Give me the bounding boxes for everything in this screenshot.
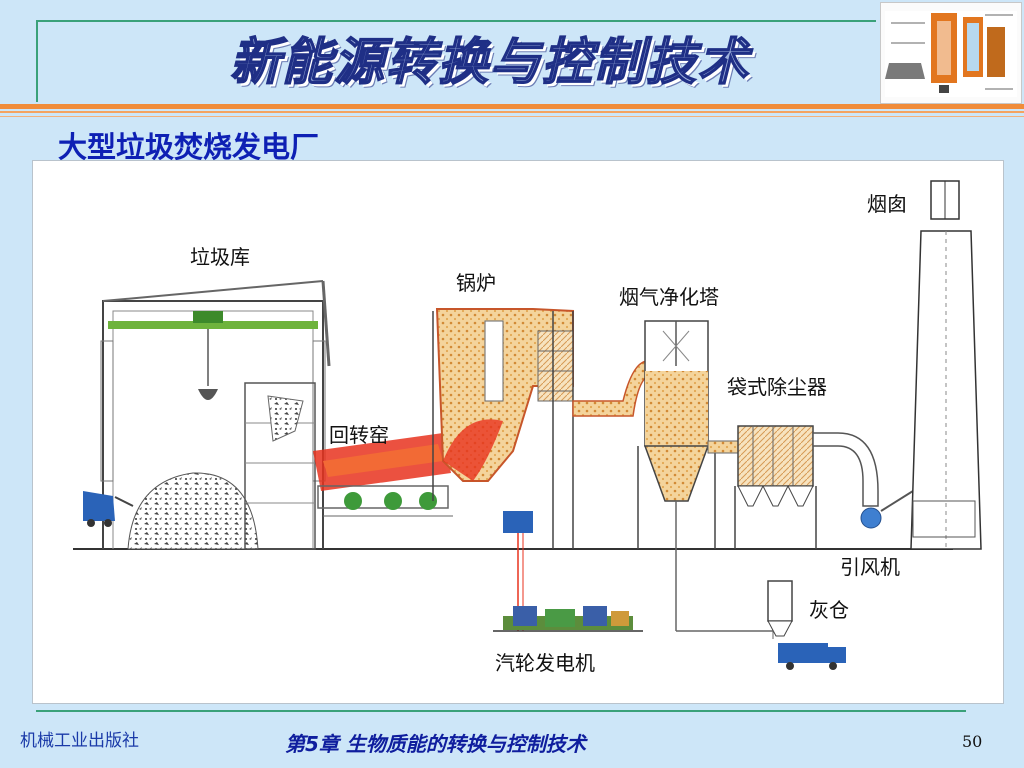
frame-left-line <box>36 20 38 102</box>
page-number: 50 <box>962 732 983 751</box>
bag-filter <box>734 425 817 549</box>
label-bag-filter: 袋式除尘器 <box>727 375 827 399</box>
label-ash-silo: 灰仓 <box>809 598 849 622</box>
boiler <box>432 308 574 631</box>
turbine-generator <box>493 606 643 632</box>
garbage-storage-building <box>83 280 331 550</box>
title-orange-bar-thin <box>0 111 1024 113</box>
title-orange-bar <box>0 104 1024 109</box>
boiler-thumbnail-image <box>880 2 1022 104</box>
chimney <box>910 180 982 550</box>
power-plant-diagram: 垃圾库 回转窑 锅炉 烟气净化塔 袋式除尘器 烟囱 引风机 灰仓 汽轮发电机 <box>32 160 1004 704</box>
slide-title: 新能源转换与控制技术 <box>229 32 750 92</box>
flue-gas-purification-tower <box>637 320 773 632</box>
induced-draft-fan <box>860 490 914 529</box>
footer-divider <box>36 710 966 712</box>
slide-subtitle: 大型垃圾焚烧发电厂 <box>58 130 320 164</box>
rotary-kiln <box>313 433 453 517</box>
label-boiler: 锅炉 <box>456 271 496 295</box>
title-orange-bar-hairline <box>0 116 1024 117</box>
footer-publisher: 机械工业出版社 <box>20 731 139 751</box>
footer-chapter: 第5章 生物质能的转换与控制技术 <box>285 732 586 756</box>
label-rotary-kiln: 回转窑 <box>329 423 389 447</box>
label-flue-gas-tower: 烟气净化塔 <box>619 285 719 309</box>
label-chimney: 烟囱 <box>867 192 907 216</box>
ash-silo <box>767 580 846 670</box>
label-garbage-storage: 垃圾库 <box>190 245 250 269</box>
label-induced-fan: 引风机 <box>840 555 900 579</box>
frame-top-line <box>36 20 876 22</box>
label-turbine-generator: 汽轮发电机 <box>495 651 595 675</box>
